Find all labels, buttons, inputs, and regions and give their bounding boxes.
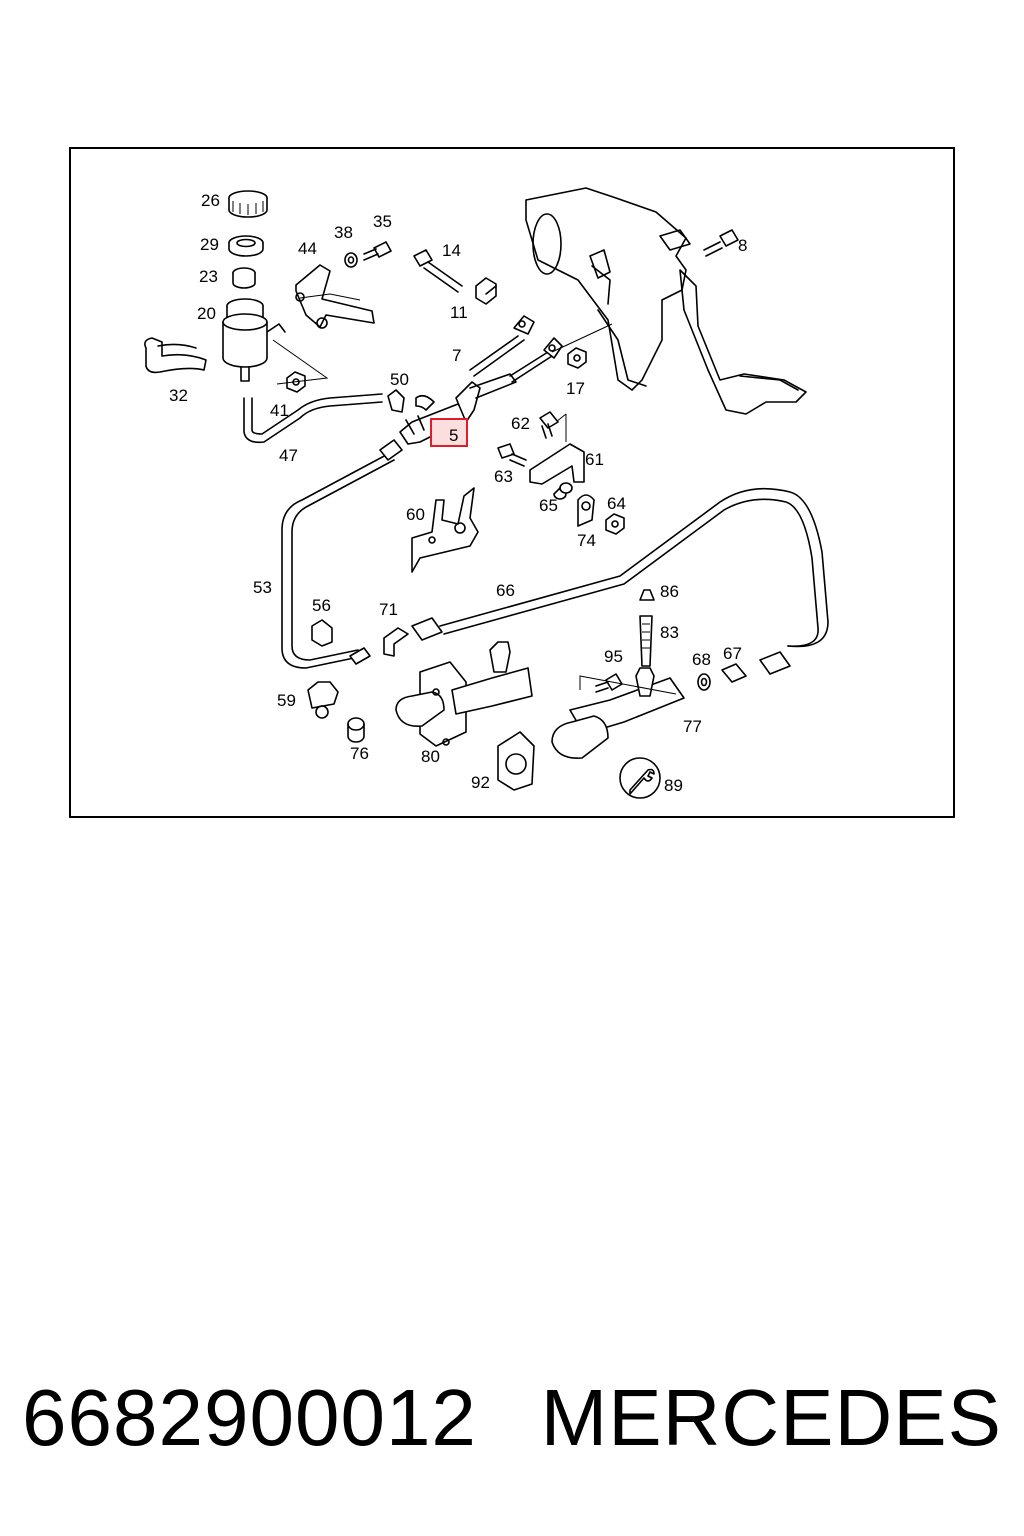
callout-labels: 26 29 23 20 32 38 35 44 14 11 8 7 17 50 … bbox=[169, 191, 747, 795]
callout-11: 11 bbox=[450, 303, 468, 322]
callout-53: 53 bbox=[253, 578, 272, 597]
part-number: 6682900012 bbox=[22, 1373, 477, 1462]
spacer-65[interactable] bbox=[553, 482, 573, 500]
callout-59: 59 bbox=[277, 691, 296, 710]
callout-89: 89 bbox=[664, 776, 683, 795]
reservoir-seal[interactable] bbox=[228, 235, 264, 257]
callout-92: 92 bbox=[471, 773, 490, 792]
supply-hose[interactable] bbox=[243, 393, 383, 444]
callout-86: 86 bbox=[660, 582, 679, 601]
callout-8: 8 bbox=[738, 236, 747, 255]
gasket-92[interactable] bbox=[497, 731, 535, 791]
nut-64[interactable] bbox=[605, 513, 625, 535]
callout-50: 50 bbox=[390, 370, 409, 389]
callout-47: 47 bbox=[279, 446, 298, 465]
clip-56[interactable] bbox=[311, 619, 333, 647]
callout-7: 7 bbox=[452, 346, 461, 365]
mount-bolt[interactable] bbox=[363, 241, 392, 261]
callout-38: 38 bbox=[334, 223, 353, 242]
mount-59[interactable] bbox=[307, 681, 339, 719]
diagram-frame bbox=[69, 147, 955, 818]
bolt-pedal[interactable] bbox=[703, 229, 739, 257]
callout-56: 56 bbox=[312, 596, 331, 615]
reservoir-strainer[interactable] bbox=[232, 267, 256, 289]
bolt-top[interactable] bbox=[413, 249, 463, 293]
bleeder-cap[interactable] bbox=[639, 589, 655, 601]
callout-23: 23 bbox=[199, 267, 218, 286]
banjo-fitting[interactable] bbox=[475, 277, 497, 305]
callout-35: 35 bbox=[373, 212, 392, 231]
bolt-62[interactable] bbox=[539, 411, 559, 439]
slave-cylinder-77[interactable] bbox=[551, 667, 685, 759]
bracket-61[interactable] bbox=[529, 413, 585, 485]
callout-68: 68 bbox=[692, 650, 711, 669]
callout-80: 80 bbox=[421, 747, 440, 766]
clip-71[interactable] bbox=[383, 627, 409, 657]
highlight-box bbox=[430, 418, 468, 447]
slave-cylinder-80[interactable] bbox=[395, 641, 533, 747]
callout-67: 67 bbox=[723, 644, 742, 663]
callout-41: 41 bbox=[270, 401, 289, 420]
brand-name: MERCEDES bbox=[540, 1373, 1002, 1462]
callout-77: 77 bbox=[683, 717, 702, 736]
push-rod[interactable] bbox=[469, 315, 563, 383]
clamp-74[interactable] bbox=[577, 494, 595, 527]
reservoir-cap[interactable] bbox=[228, 190, 268, 218]
callout-26: 26 bbox=[201, 191, 220, 210]
callout-14: 14 bbox=[442, 241, 461, 260]
washer[interactable] bbox=[344, 252, 358, 268]
callout-64: 64 bbox=[607, 494, 626, 513]
callout-17: 17 bbox=[566, 379, 585, 398]
bushing-76[interactable] bbox=[347, 717, 365, 743]
callout-63: 63 bbox=[494, 467, 513, 486]
callout-44: 44 bbox=[298, 239, 317, 258]
callout-66: 66 bbox=[496, 581, 515, 600]
hydraulic-line-53[interactable] bbox=[281, 439, 403, 669]
callout-29: 29 bbox=[200, 235, 219, 254]
washer-68[interactable] bbox=[697, 673, 711, 691]
fluid-reservoir[interactable] bbox=[222, 298, 286, 382]
callout-32: 32 bbox=[169, 386, 188, 405]
callout-76: 76 bbox=[350, 744, 369, 763]
footer: 6682900012 MERCEDES bbox=[0, 1372, 1024, 1472]
hose-elbow[interactable] bbox=[415, 394, 435, 411]
callout-83: 83 bbox=[660, 623, 679, 642]
hose-clip[interactable] bbox=[387, 389, 405, 413]
callout-65: 65 bbox=[539, 496, 558, 515]
bolt-63[interactable] bbox=[497, 443, 527, 467]
tool-icon-89[interactable] bbox=[619, 757, 661, 799]
bracket-60[interactable] bbox=[411, 487, 479, 573]
callout-62: 62 bbox=[511, 414, 530, 433]
reservoir-bracket[interactable] bbox=[144, 337, 207, 374]
line-fitting-67[interactable] bbox=[721, 663, 747, 683]
callout-20: 20 bbox=[197, 304, 216, 323]
bleeder-screw[interactable] bbox=[639, 615, 653, 667]
hex-nut-pedal[interactable] bbox=[567, 347, 587, 369]
callout-74: 74 bbox=[577, 531, 596, 550]
callout-60: 60 bbox=[406, 505, 425, 524]
callout-71: 71 bbox=[379, 600, 398, 619]
hydraulic-line-66[interactable] bbox=[411, 487, 829, 675]
pedal-assembly[interactable] bbox=[525, 187, 807, 415]
callout-5: 5 bbox=[449, 426, 458, 445]
callout-95: 95 bbox=[604, 647, 623, 666]
callout-61: 61 bbox=[585, 450, 604, 469]
